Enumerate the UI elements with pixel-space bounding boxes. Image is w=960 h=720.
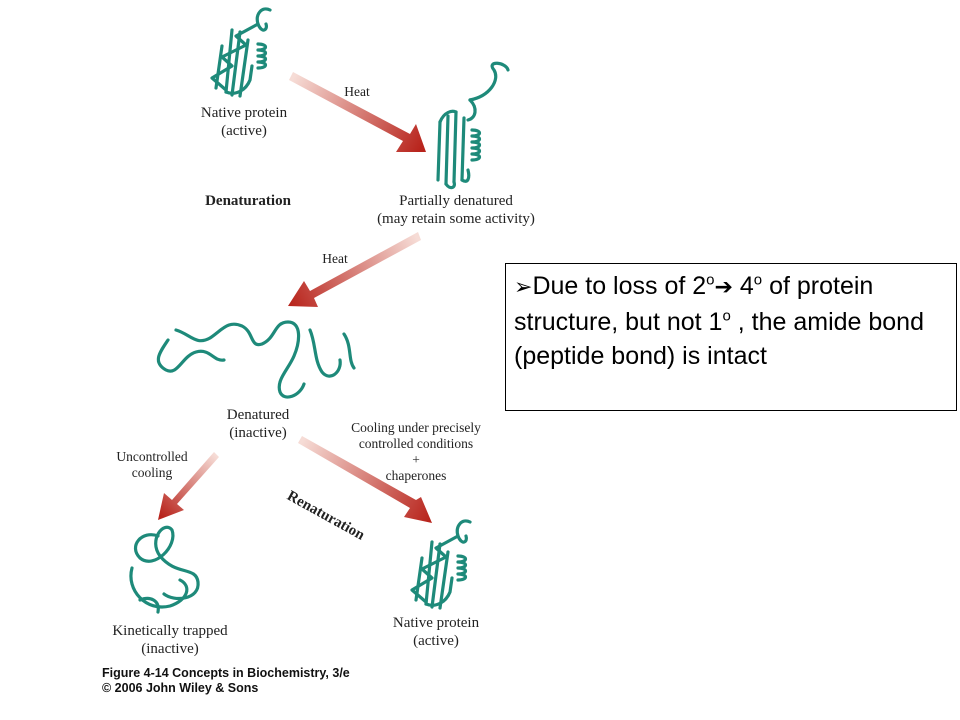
denatured-protein-icon — [156, 320, 356, 399]
figure-caption: Figure 4-14 Concepts in Biochemistry, 3/… — [102, 666, 350, 695]
bullet-icon: ➢ — [514, 275, 533, 300]
kinetically-trapped-label: Kinetically trapped(inactive) — [112, 623, 228, 657]
uncontrolled-cooling-arrow — [158, 452, 219, 520]
native-protein-top-icon — [210, 7, 272, 98]
native-protein-bottom-icon — [410, 519, 472, 610]
heat-arrow-1 — [289, 72, 426, 152]
denatured-label: Denatured(inactive) — [226, 407, 290, 441]
partially-denatured-protein-icon — [436, 61, 510, 190]
renaturation-arrow — [298, 436, 432, 523]
denaturation-label: Denaturation — [205, 193, 291, 209]
partially-denatured-label: Partially denatured(may retain some acti… — [377, 193, 535, 227]
heat-arrow-2 — [288, 232, 421, 307]
note-box: ➢Due to loss of 2o➔ 4o of protein struct… — [505, 263, 957, 411]
heat-label-2: Heat — [322, 251, 348, 266]
native-protein-bottom-label: Native protein(active) — [392, 615, 480, 649]
kinetically-trapped-protein-icon — [129, 525, 200, 614]
native-protein-top-label: Native protein(active) — [200, 105, 288, 139]
heat-label-1: Heat — [344, 84, 370, 99]
right-arrow-icon: ➔ — [714, 275, 733, 300]
